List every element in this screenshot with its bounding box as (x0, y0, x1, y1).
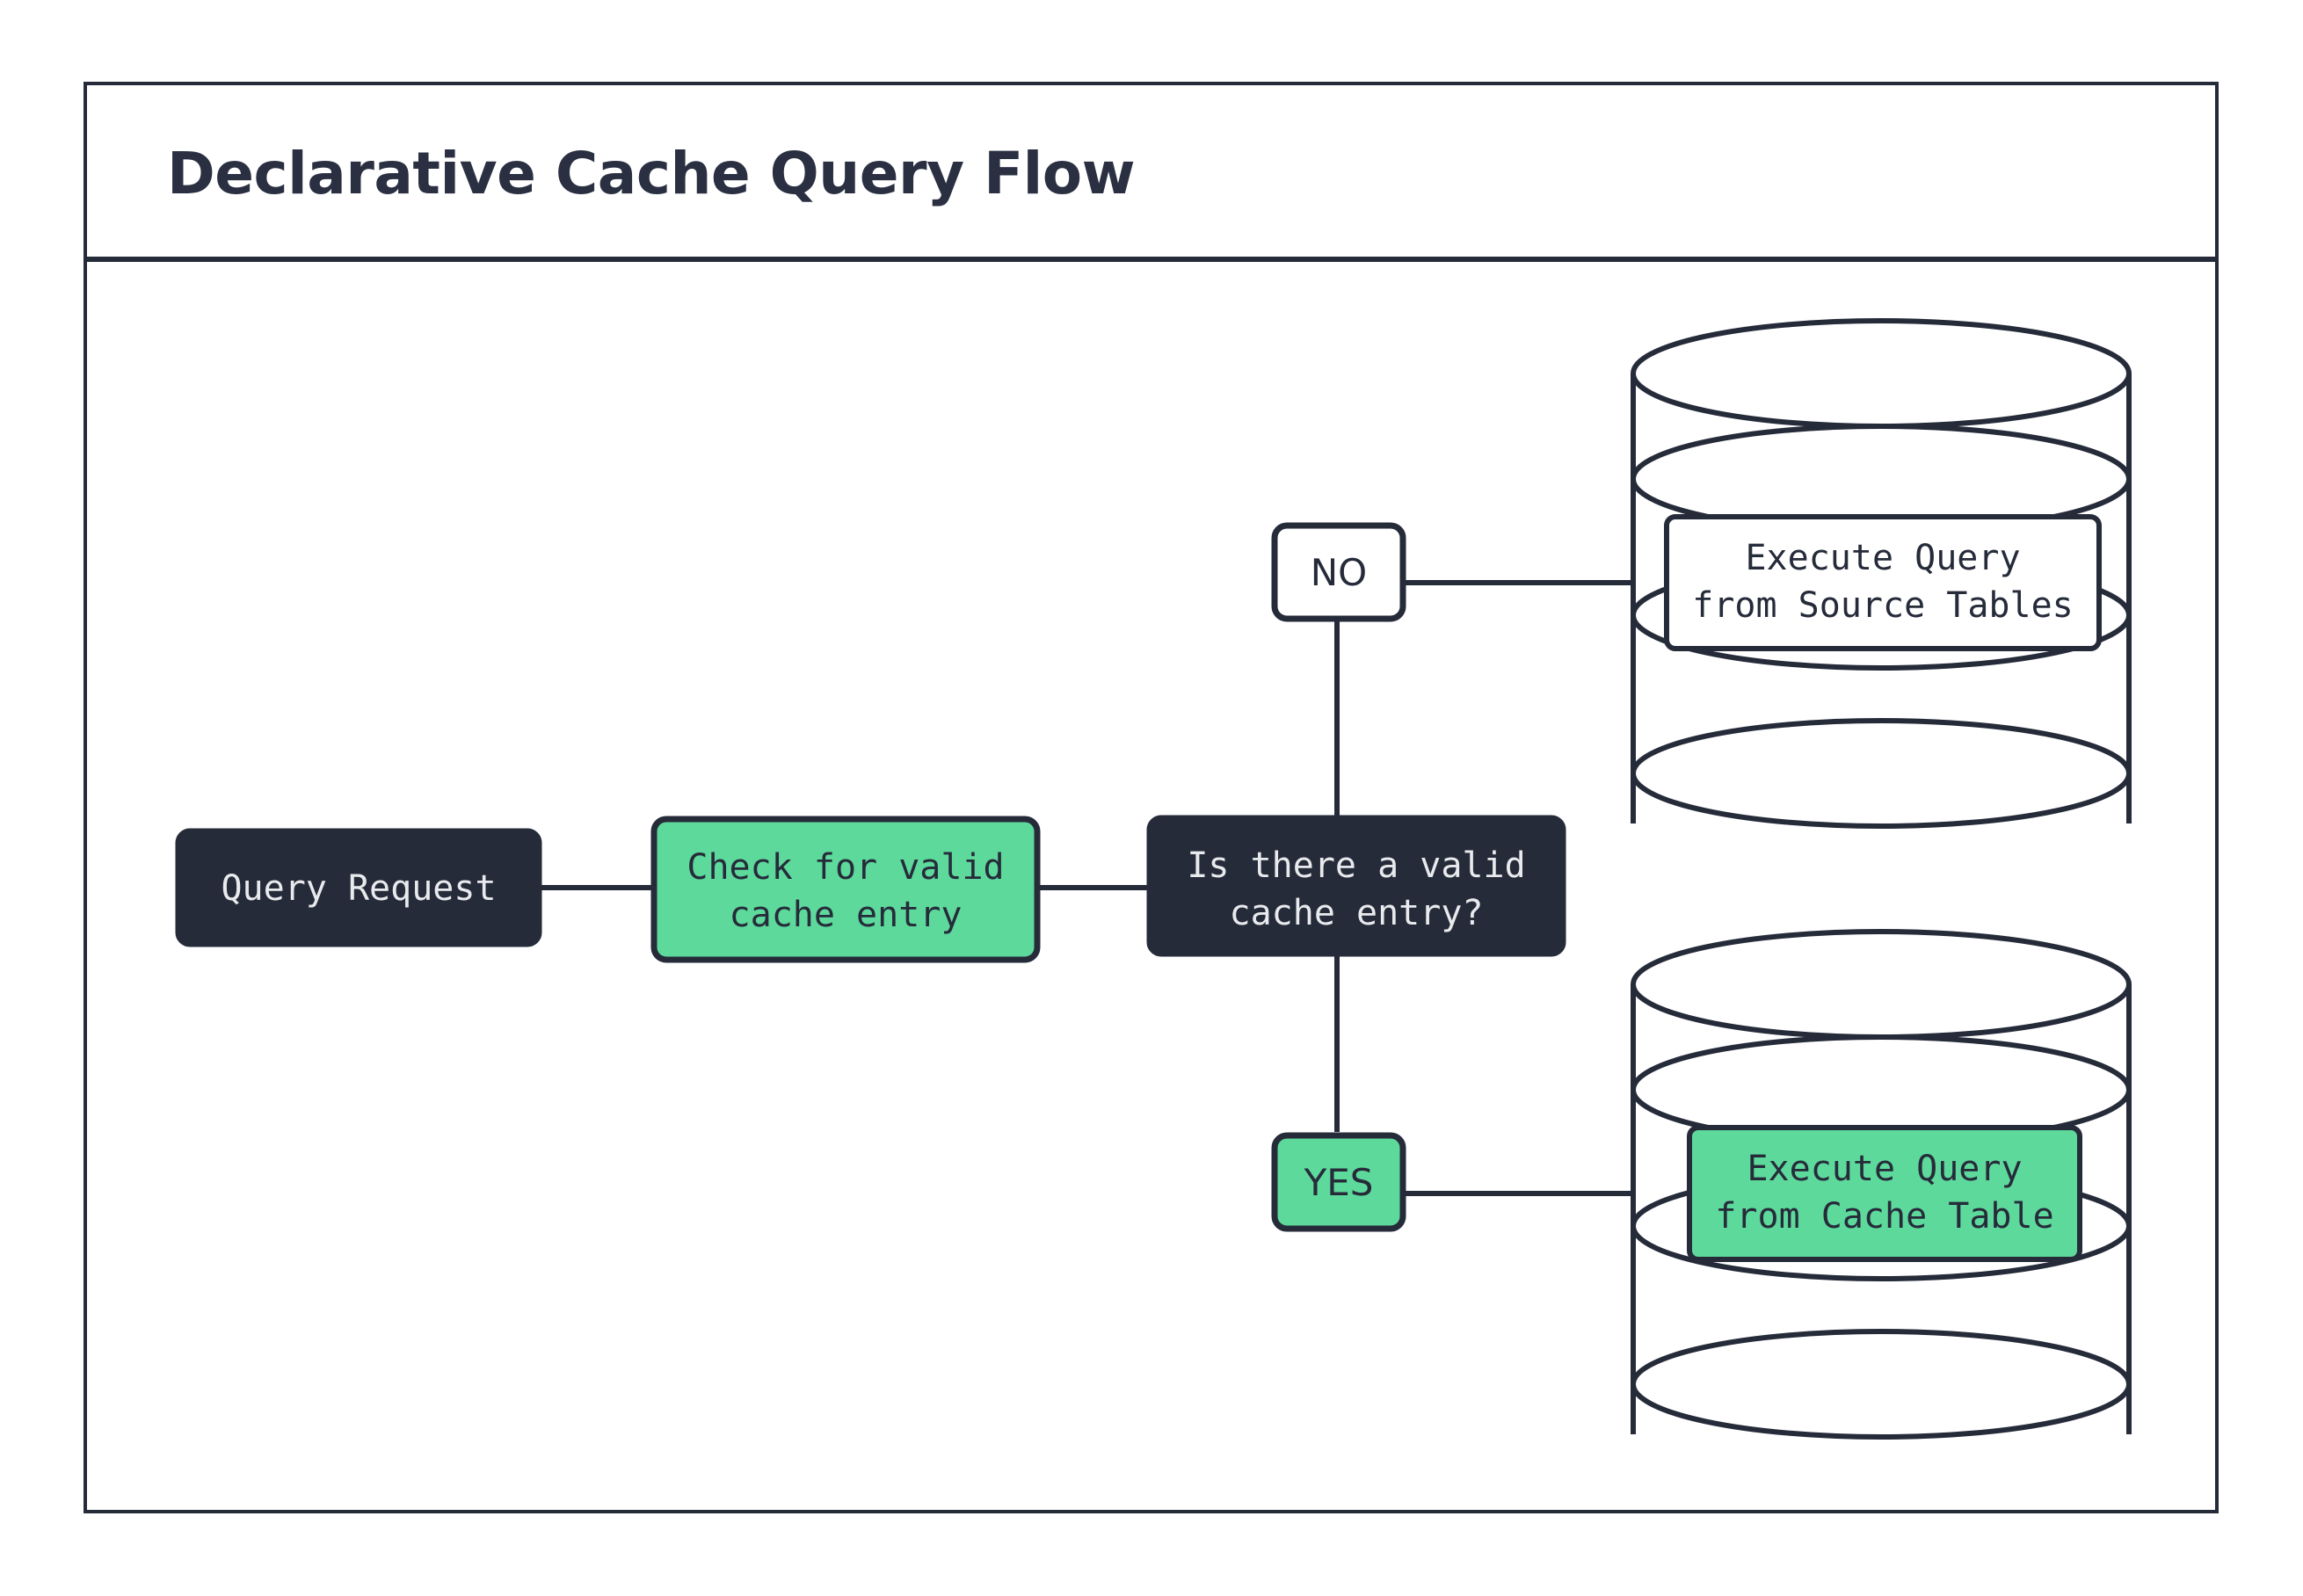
yes-label-box (1271, 1132, 1406, 1232)
cache-db-label-box (1687, 1125, 2082, 1262)
yes-label-text: YES (1304, 1161, 1374, 1204)
cache-db-label-line2: from Cache Table (1715, 1196, 2053, 1237)
cache-db-label-line1: Execute Query (1747, 1149, 2022, 1189)
no-label-box (1271, 522, 1406, 622)
check-cache-label-line2: cache entry (730, 895, 963, 935)
edge-label-yes[interactable]: YES (1271, 1132, 1406, 1232)
cylinder-top (1631, 318, 2132, 429)
source-db-label-line1: Execute Query (1745, 538, 2020, 578)
decision-box (1146, 815, 1566, 957)
node-cache-table-db[interactable]: Execute Query from Cache Table (1631, 929, 2132, 1487)
source-db-label-box (1664, 514, 2102, 651)
cylinder-ring-3 (1631, 718, 2132, 829)
cylinder-ring-3 (1631, 1329, 2132, 1440)
query-request-label: Query Request (221, 868, 496, 909)
query-request-box (175, 828, 542, 947)
node-query-request[interactable]: Query Request (175, 828, 542, 947)
cylinder-top (1631, 929, 2132, 1040)
edge-label-no[interactable]: NO (1271, 522, 1406, 622)
no-label-text: NO (1311, 551, 1367, 594)
check-cache-label-line1: Check for valid (687, 847, 1004, 888)
node-decision[interactable]: Is there a valid cache entry? (1146, 815, 1566, 957)
node-source-tables-db[interactable]: Execute Query from Source Tables (1631, 318, 2132, 876)
node-check-cache[interactable]: Check for valid cache entry (650, 816, 1041, 963)
page-title: Declarative Cache Query Flow (167, 140, 1135, 207)
check-cache-box (650, 816, 1041, 963)
decision-label-line2: cache entry? (1230, 893, 1484, 933)
decision-label-line1: Is there a valid (1187, 845, 1525, 886)
source-db-label-line2: from Source Tables (1692, 585, 2073, 626)
